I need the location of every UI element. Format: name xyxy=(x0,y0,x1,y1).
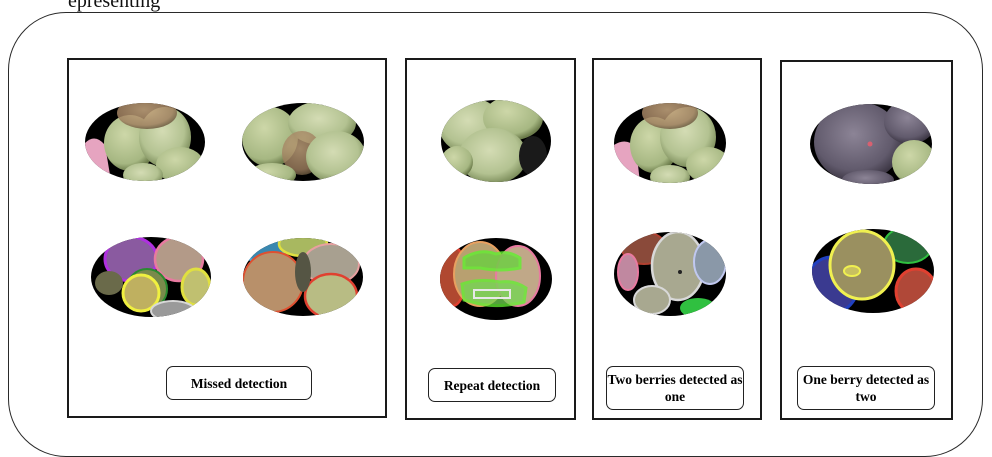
panel-two-berries-detected-as-one: Two berries detected as one xyxy=(592,58,762,420)
grape-crop-original-image xyxy=(810,104,932,184)
grape-crop-original-image xyxy=(614,103,726,183)
panel-repeat-detection: Repeat detection xyxy=(405,58,576,420)
grape-crop-segmentation-mask-image xyxy=(614,232,726,316)
grape-crop-original-image xyxy=(441,100,551,182)
panel-label: One berry detected as two xyxy=(797,366,935,410)
panel-label: Two berries detected as one xyxy=(606,366,744,410)
panel-label: Missed detection xyxy=(166,366,312,400)
grape-crop-segmentation-mask-image xyxy=(91,237,211,317)
grape-crop-segmentation-mask-image xyxy=(812,229,934,313)
grape-crop-original-image xyxy=(85,103,205,181)
panel-one-berry-detected-as-two: One berry detected as two xyxy=(780,60,953,420)
panel-label: Repeat detection xyxy=(428,368,556,402)
grape-crop-segmentation-mask-image xyxy=(243,238,363,316)
grape-crop-original-image xyxy=(242,103,364,181)
panel-missed-detection: Missed detection xyxy=(67,58,387,418)
grape-crop-segmentation-mask-image xyxy=(440,238,552,320)
